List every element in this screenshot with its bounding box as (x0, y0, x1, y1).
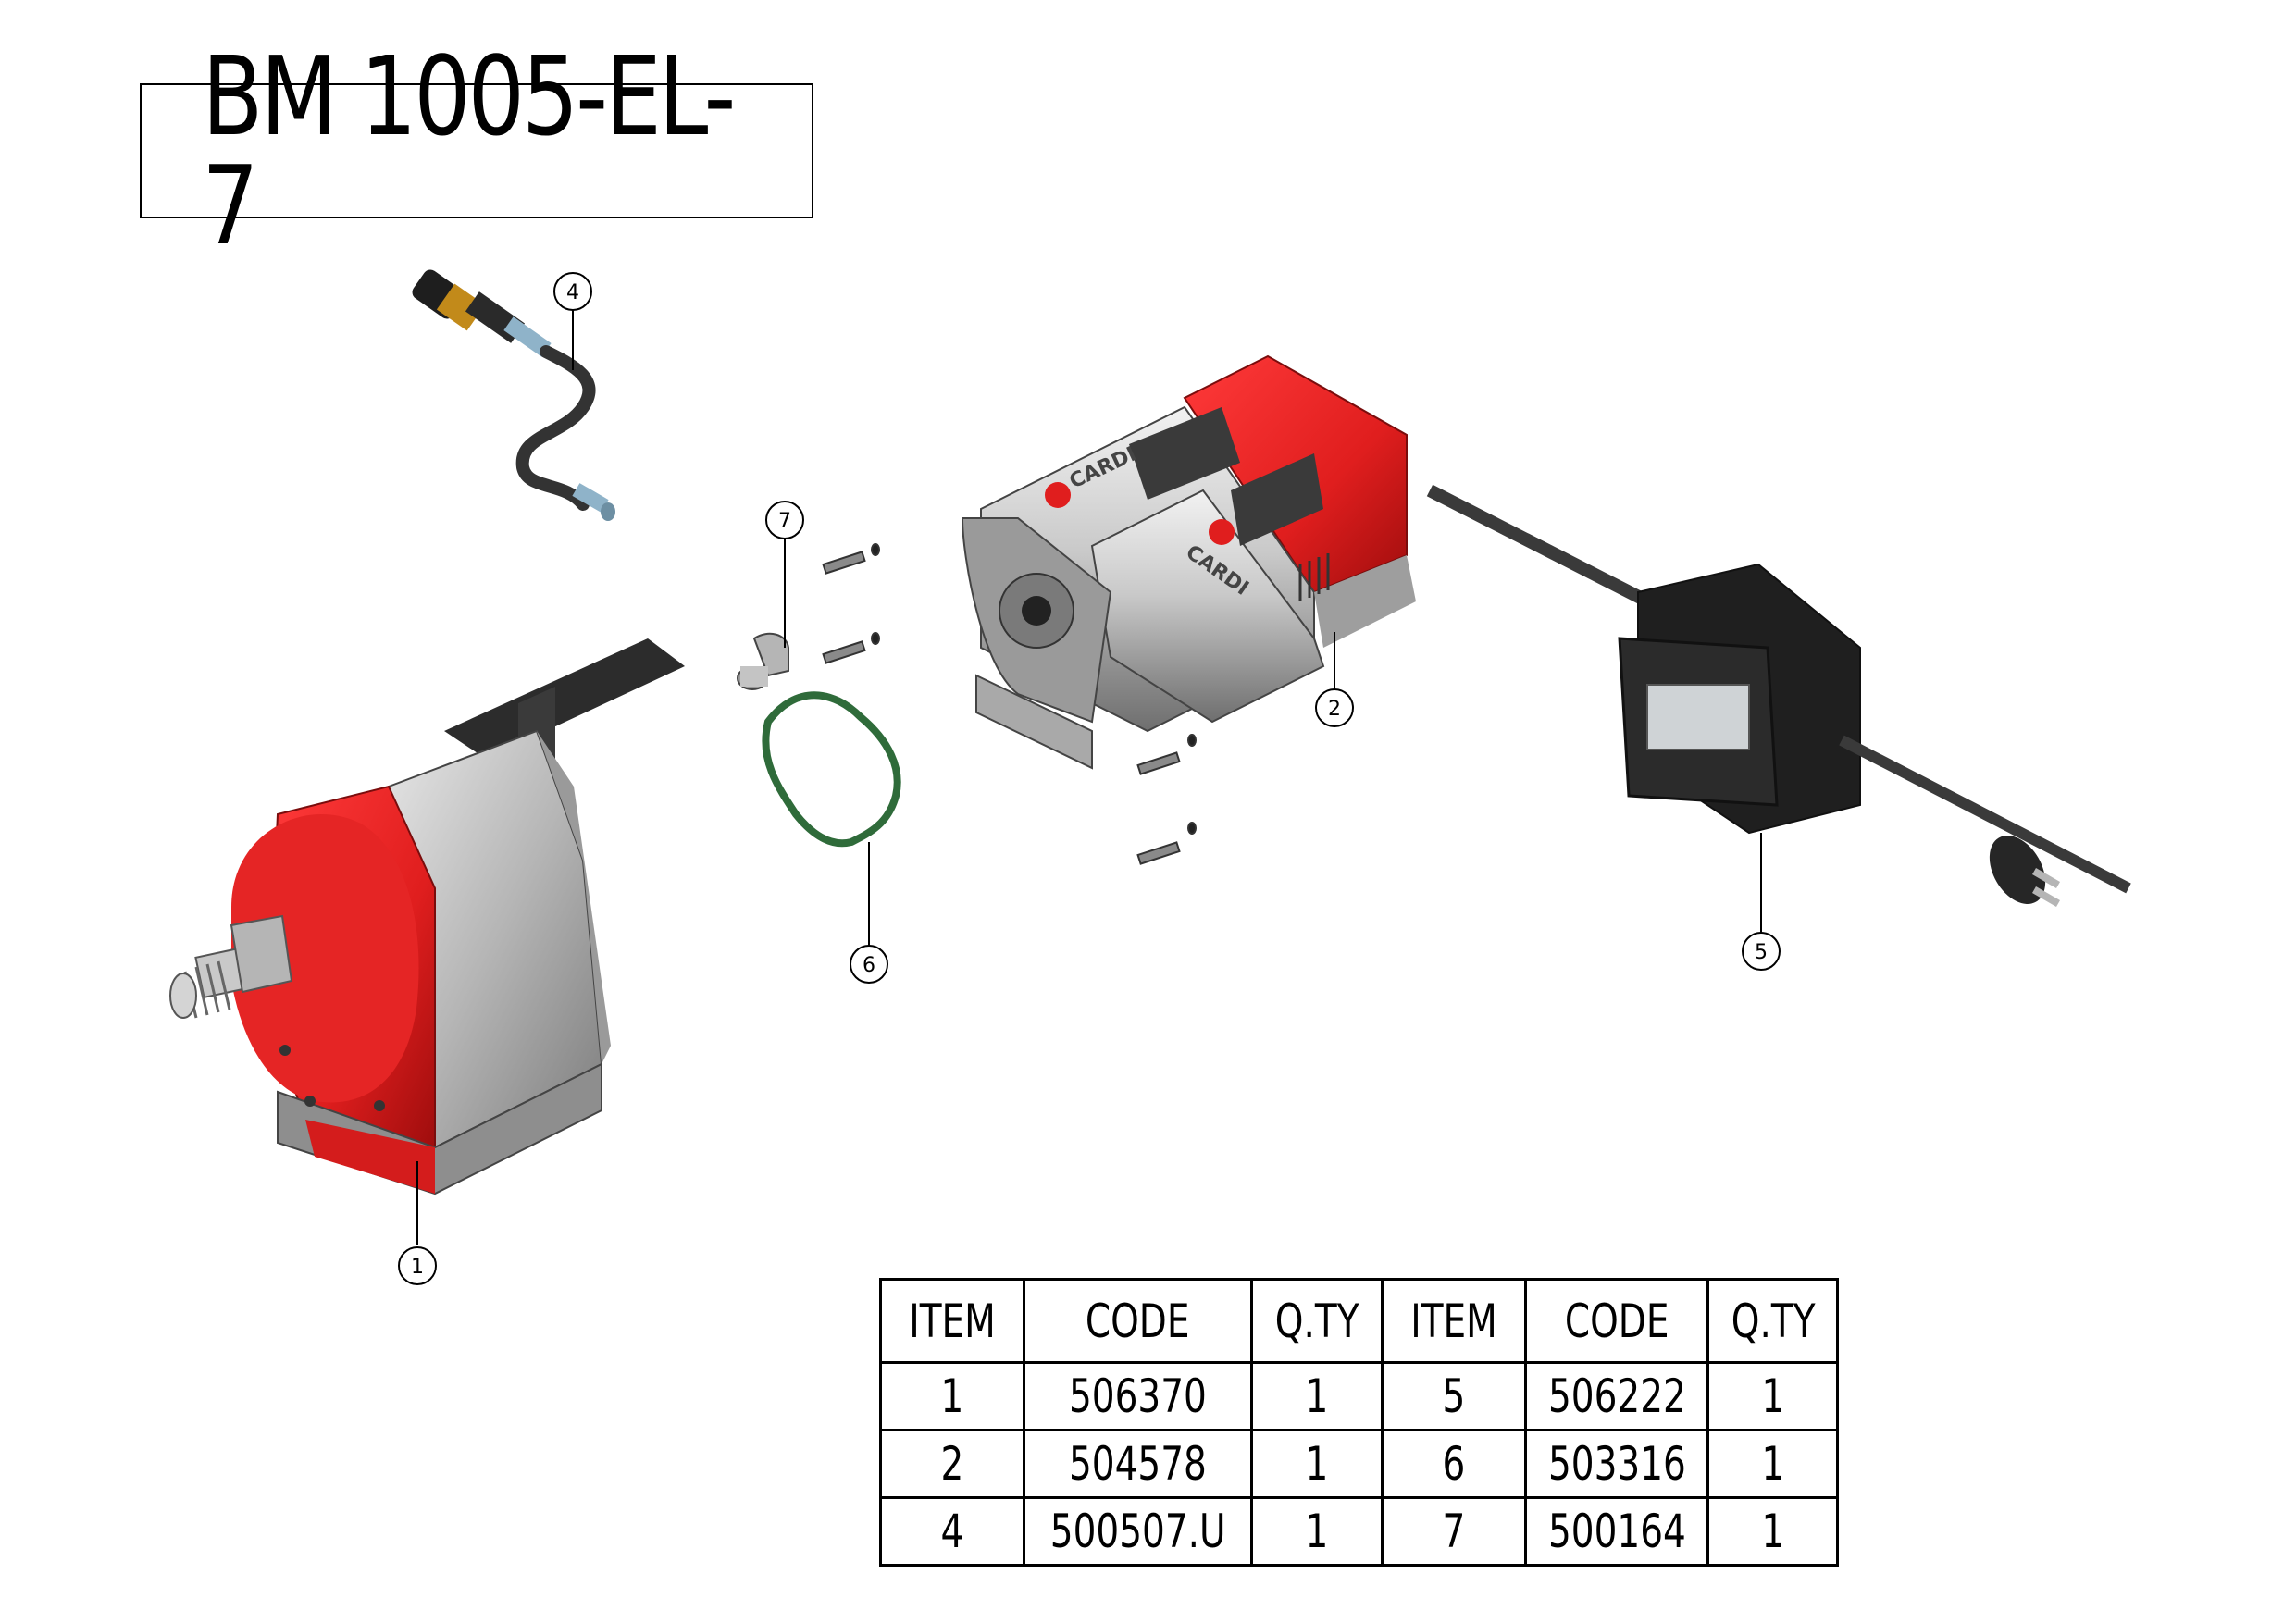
bom-cell: 1 (1706, 1361, 1840, 1431)
bom-header-code: CODE (1022, 1278, 1254, 1364)
drawing-title: BM 1005-EL-7 (202, 32, 736, 269)
hose-assembly-part (412, 269, 615, 521)
bom-cell: 4 (879, 1496, 1025, 1567)
callout-7: 7 (765, 501, 804, 539)
bom-cell: 1 (879, 1361, 1025, 1431)
gasket-part (762, 691, 901, 848)
svg-text:4: 4 (566, 281, 579, 304)
svg-text:1: 1 (411, 1256, 424, 1279)
bom-cell: 2 (879, 1429, 1025, 1499)
callout-2: 2 (1315, 688, 1354, 727)
svg-text:5: 5 (1755, 941, 1768, 964)
bom-cell: 5 (1381, 1361, 1528, 1431)
motor-part: CARDI CARDI (961, 354, 1416, 770)
bom-header-code: CODE (1524, 1278, 1710, 1364)
bom-cell: 1 (1250, 1496, 1384, 1567)
svg-text:6: 6 (863, 954, 875, 977)
callout-4: 4 (553, 272, 592, 311)
bom-header-item: ITEM (879, 1278, 1025, 1364)
leader-lines (416, 310, 1762, 1245)
bom-cell: 1 (1250, 1361, 1384, 1431)
bom-cell: 6 (1381, 1429, 1528, 1499)
bom-cell: 1 (1706, 1496, 1840, 1567)
bom-cell: 506370 (1022, 1361, 1254, 1431)
bom-row: 2 504578 1 6 503316 1 (879, 1429, 1840, 1499)
bom-header-row: ITEM CODE Q.TY ITEM CODE Q.TY (879, 1278, 1840, 1364)
bom-header-qty: Q.TY (1250, 1278, 1384, 1364)
bom-cell: 7 (1381, 1496, 1528, 1567)
bom-header-qty: Q.TY (1706, 1278, 1840, 1364)
gearbox-part (169, 638, 685, 1196)
bom-cell: 503316 (1524, 1429, 1710, 1499)
bom-row: 1 506370 1 5 506222 1 (879, 1361, 1840, 1431)
bom-cell: 1 (1250, 1429, 1384, 1499)
bom-cell: 1 (1706, 1429, 1840, 1499)
bom-row: 4 500507.U 1 7 500164 1 (879, 1496, 1840, 1567)
callout-5: 5 (1742, 932, 1781, 971)
screws-part (822, 543, 1197, 865)
bom-cell: 504578 (1022, 1429, 1254, 1499)
callout-1: 1 (398, 1246, 437, 1285)
bom-cell: 506222 (1524, 1361, 1710, 1431)
svg-text:7: 7 (778, 510, 791, 533)
drawing-title-box: BM 1005-EL-7 (140, 42, 813, 260)
elbow-fitting-part (737, 632, 789, 690)
bom-header-item: ITEM (1381, 1278, 1528, 1364)
bill-of-materials-table: ITEM CODE Q.TY ITEM CODE Q.TY 1 506370 1… (879, 1278, 1840, 1567)
switch-box-part (1426, 484, 2131, 907)
callout-6: 6 (850, 945, 888, 984)
bom-cell: 500507.U (1022, 1496, 1254, 1567)
svg-text:2: 2 (1328, 698, 1341, 721)
bom-cell: 500164 (1524, 1496, 1710, 1567)
